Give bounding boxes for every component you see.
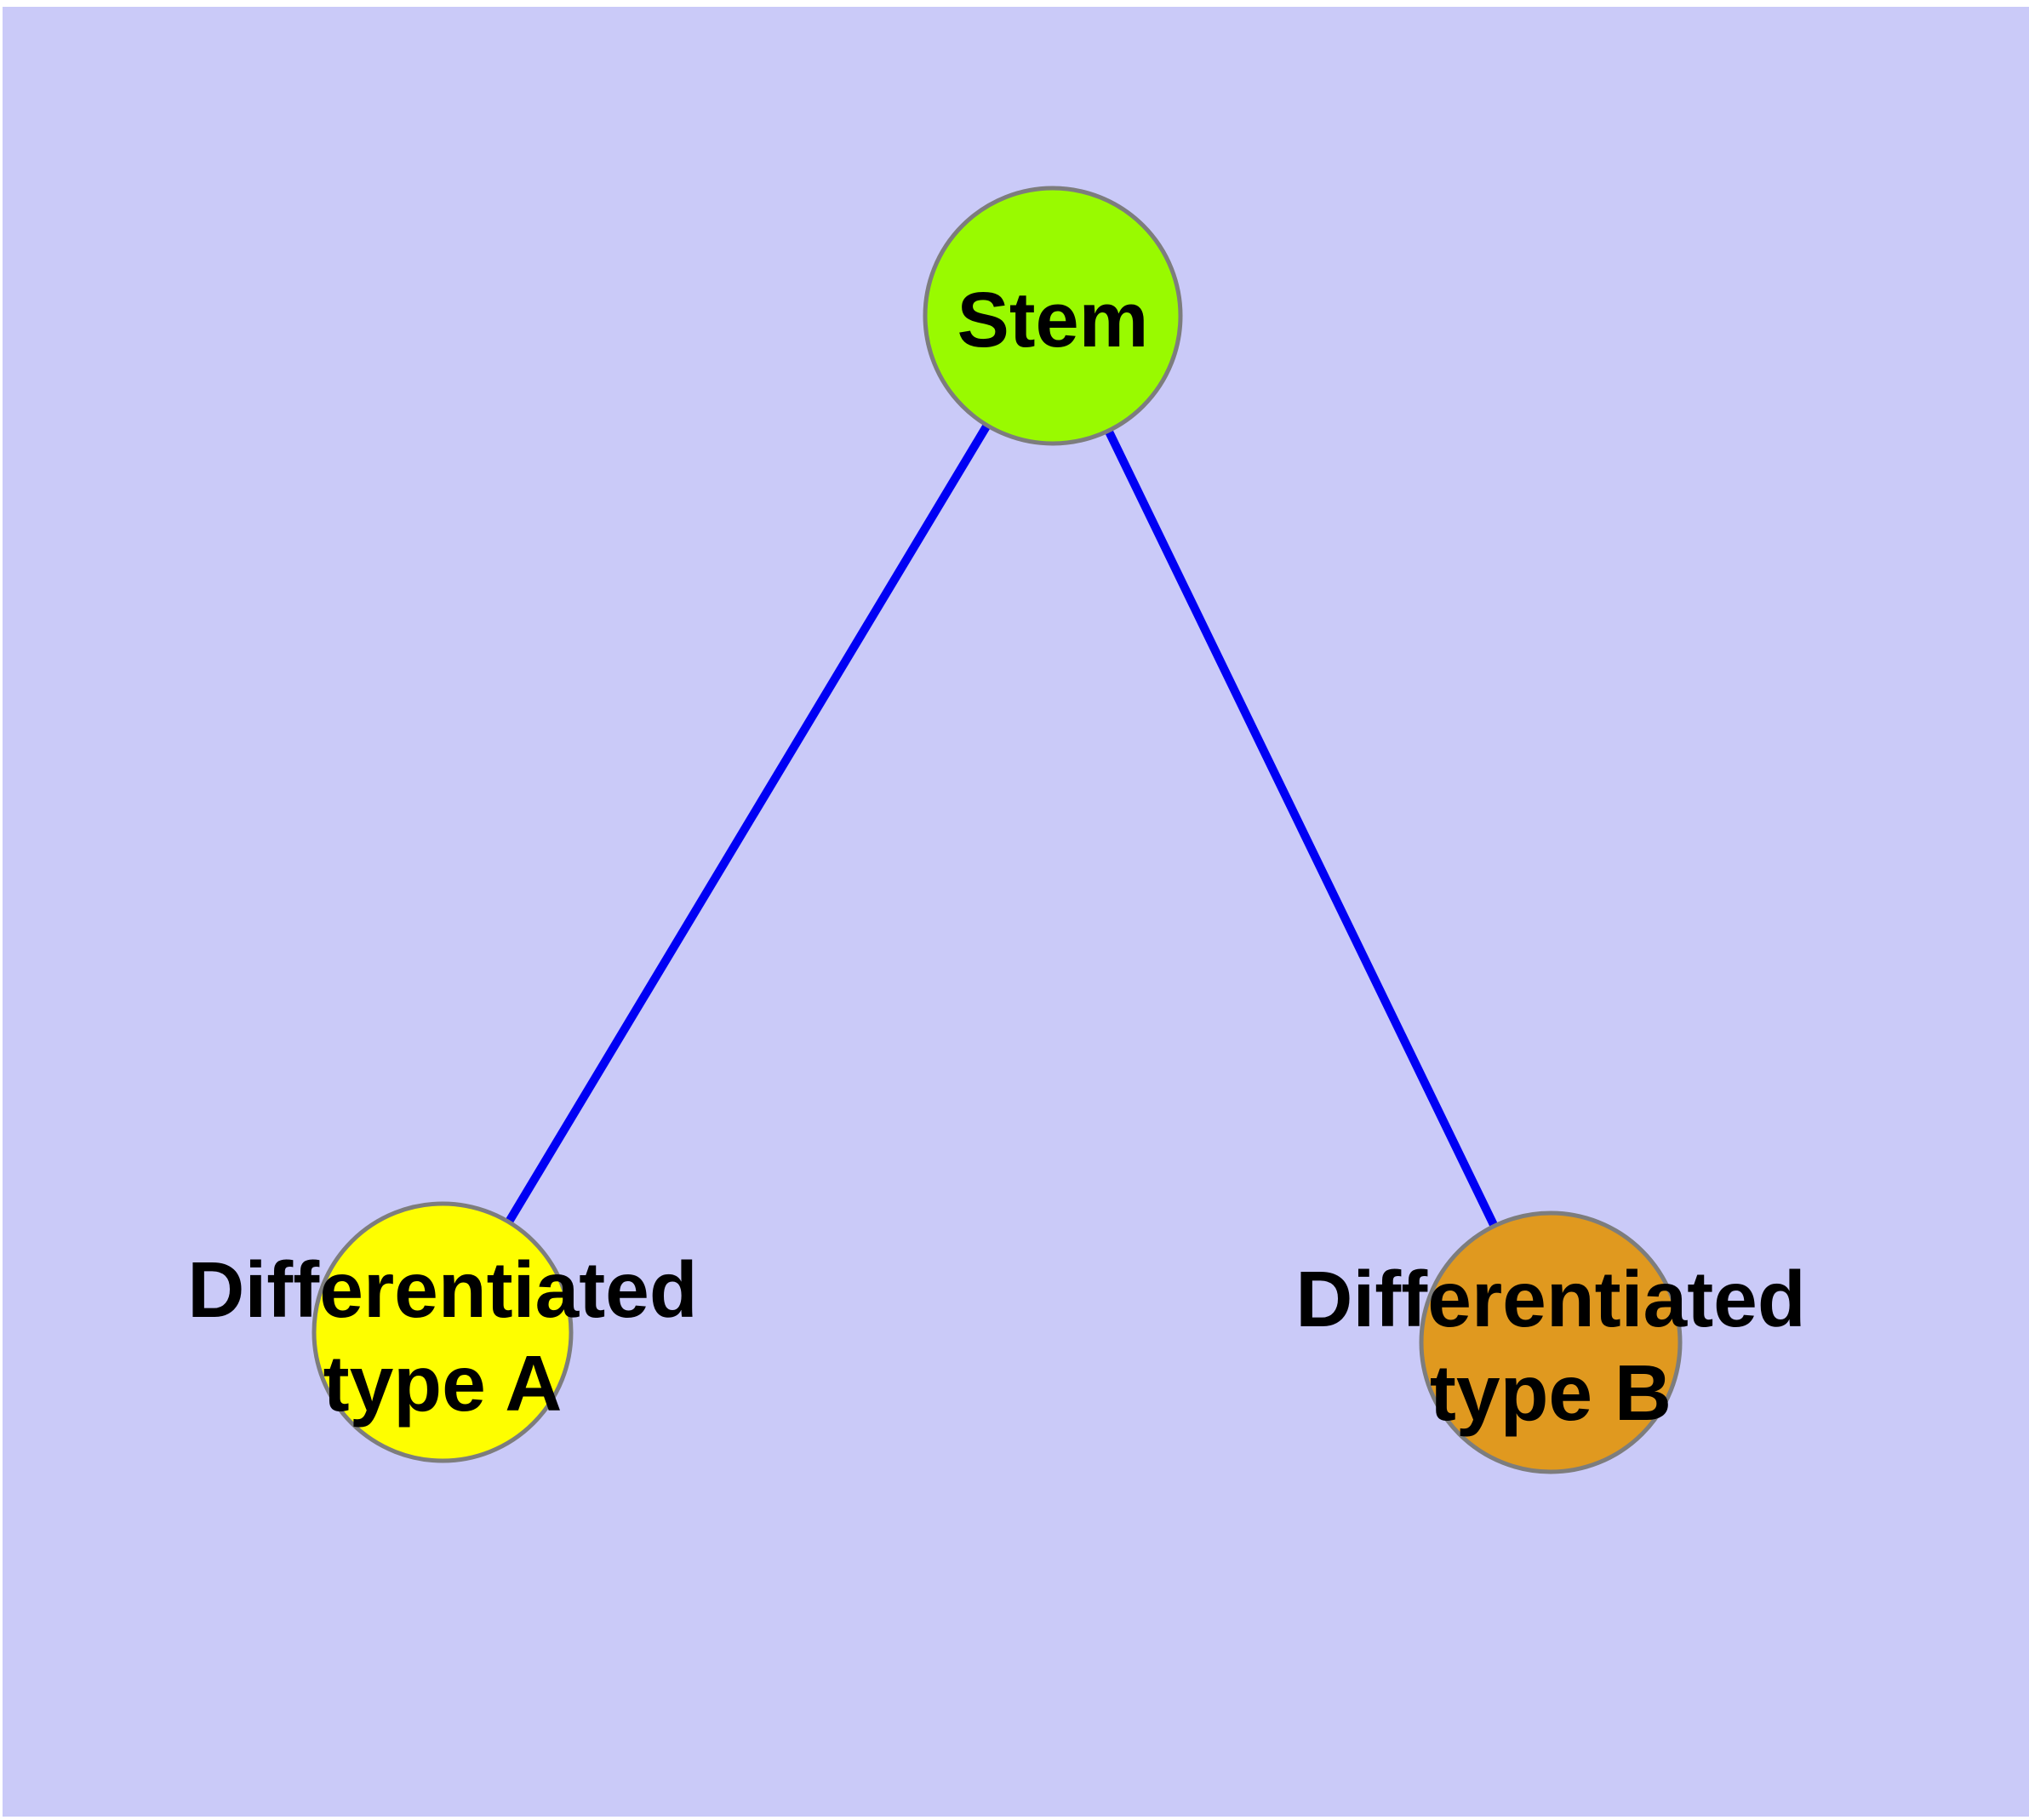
node-group bbox=[311, 186, 1683, 1474]
label-group: Stem Differentiated type A Differentiate… bbox=[187, 277, 1805, 1437]
node-stem-label: Stem bbox=[957, 277, 1149, 363]
node-differentiated-type-b bbox=[1419, 1210, 1683, 1474]
node-differentiated-type-a bbox=[311, 1201, 574, 1463]
edge-stem-to-type-b bbox=[1049, 313, 1555, 1345]
node-stem bbox=[923, 186, 1183, 446]
node-type-b-label-line2: type B bbox=[1430, 1348, 1672, 1437]
edge-group bbox=[438, 313, 1555, 1345]
node-type-a-label-line2: type A bbox=[323, 1339, 563, 1428]
node-type-b-label-line1: Differentiated bbox=[1295, 1255, 1805, 1343]
node-type-a-label-line1: Differentiated bbox=[187, 1245, 697, 1334]
edge-stem-to-type-a bbox=[438, 313, 1057, 1335]
